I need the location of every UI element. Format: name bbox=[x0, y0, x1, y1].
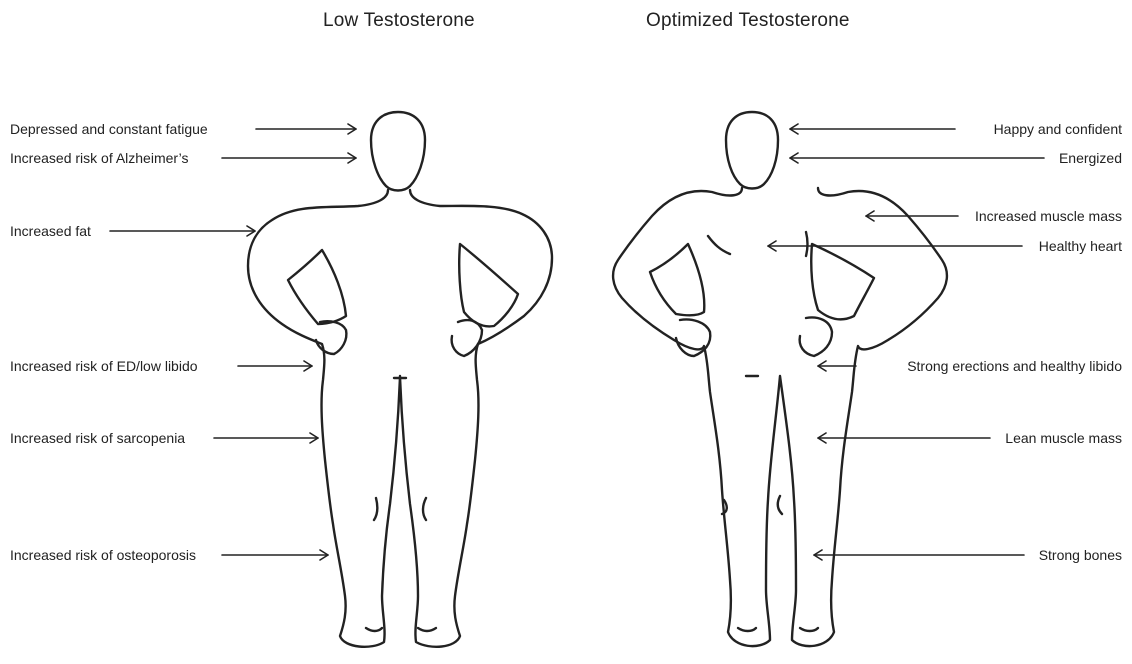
body-outline-right bbox=[613, 188, 947, 646]
figure-low-testosterone bbox=[248, 112, 552, 647]
left-fist-left bbox=[316, 321, 346, 354]
toe-mark-right-2 bbox=[800, 628, 818, 631]
head-outline-left bbox=[371, 112, 425, 191]
toe-mark-left-1 bbox=[366, 628, 382, 631]
arrows-right bbox=[768, 129, 1044, 555]
knee-mark-left-2 bbox=[423, 498, 426, 520]
right-arm-gap-left bbox=[459, 244, 518, 326]
body-outline-left bbox=[248, 190, 552, 647]
right-fist-right bbox=[800, 318, 832, 356]
chest-line-right-1 bbox=[708, 236, 730, 254]
toe-mark-left-2 bbox=[418, 628, 436, 631]
head-outline-right bbox=[726, 112, 778, 189]
figure-optimized-testosterone bbox=[613, 112, 947, 646]
left-arm-gap-right bbox=[650, 244, 704, 315]
chest-line-right-2 bbox=[806, 232, 808, 256]
toe-mark-right-1 bbox=[738, 628, 756, 631]
knee-mark-right-2 bbox=[778, 496, 782, 514]
left-arm-gap-left bbox=[288, 250, 346, 324]
knee-mark-left-1 bbox=[374, 498, 377, 520]
right-arm-gap-right bbox=[811, 244, 874, 319]
